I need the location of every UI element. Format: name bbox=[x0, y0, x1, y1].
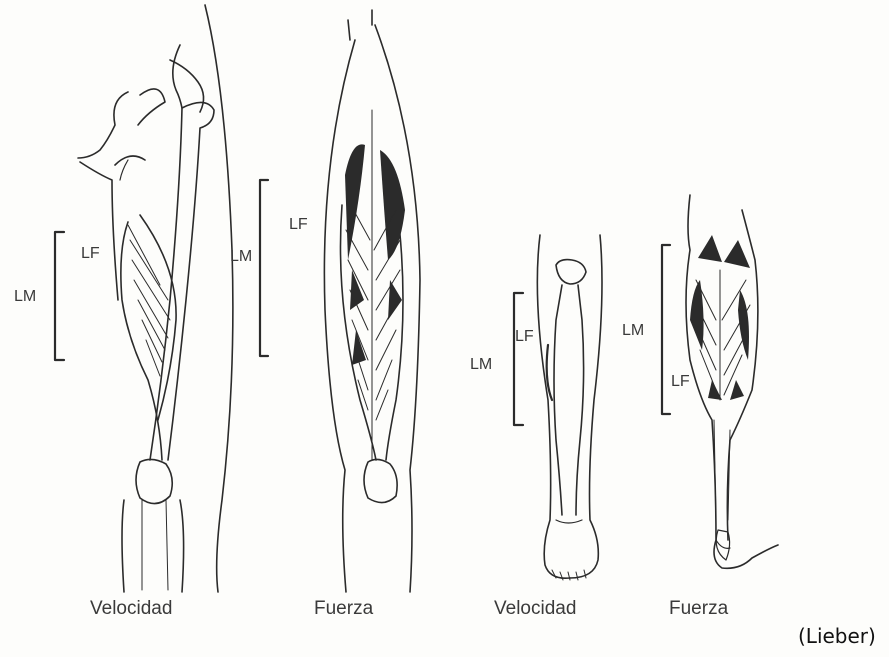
thigh-velocity-lf-label: LF bbox=[81, 245, 100, 263]
leg-velocity-drawing bbox=[537, 235, 602, 580]
thigh-velocity-drawing bbox=[78, 5, 233, 592]
thigh-force-fibers bbox=[345, 144, 405, 365]
leg-force-caption: Fuerza bbox=[669, 598, 728, 620]
thigh-velocity-lm-label: LM bbox=[14, 288, 36, 306]
thigh-force-caption: Fuerza bbox=[314, 598, 373, 620]
thigh-force-drawing bbox=[324, 10, 420, 592]
thigh-force-lm-label: LM bbox=[230, 248, 252, 266]
leg-force-lf-label: LF bbox=[671, 373, 690, 391]
leg-force-lm-label: LM bbox=[622, 322, 644, 340]
leg-velocity-caption: Velocidad bbox=[494, 598, 576, 620]
thigh-force-lf-label: LF bbox=[289, 216, 308, 234]
source-credit: (Lieber) bbox=[798, 624, 876, 648]
leg-velocity-lm-label: LM bbox=[470, 356, 492, 374]
thigh-velocity-caption: Velocidad bbox=[90, 598, 172, 620]
leg-velocity-lf-label: LF bbox=[515, 328, 534, 346]
